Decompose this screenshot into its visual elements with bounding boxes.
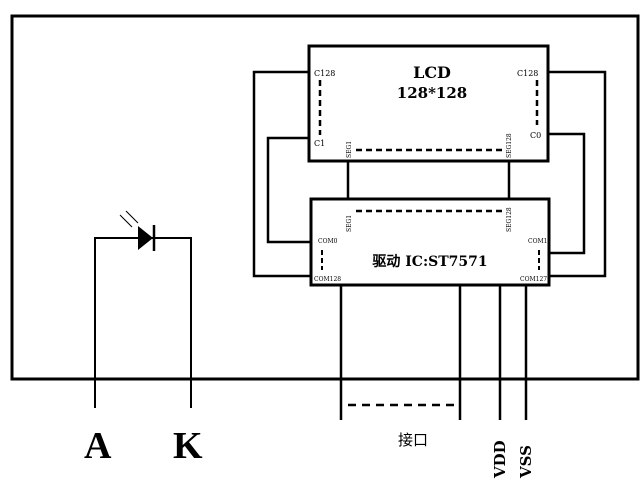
com0-wire [266, 136, 311, 244]
backlight-wire [94, 237, 192, 408]
led-light-ray-2 [125, 210, 139, 224]
vss-label: VSS [517, 445, 535, 479]
lcd-pin-c128-right: C128 [517, 69, 538, 78]
cathode-label: K [173, 425, 203, 467]
com128-wire [252, 70, 311, 278]
driver-pin-com0: COM0 [318, 238, 338, 245]
driver-ic-block [309, 197, 551, 287]
driver-pin-com1: COM1 [528, 238, 547, 245]
driver-pin-com127: COM127 [520, 276, 547, 283]
com1-wire [548, 132, 586, 255]
interface-label: 接口 [398, 431, 428, 449]
lcd-pin-seg1: SEG1 [346, 141, 353, 158]
module-frame [10, 14, 640, 381]
lcd-block [307, 44, 550, 163]
lcd-pin-c1: C1 [314, 139, 325, 148]
lcd-pin-c128-left: C128 [314, 69, 335, 78]
com127-wire [548, 70, 607, 278]
lcd-pin-seg128: SEG128 [506, 133, 513, 158]
led-light-ray-1 [119, 214, 133, 228]
lcd-resolution: 128*128 [397, 84, 467, 102]
driver-pin-com128: COM128 [314, 276, 341, 283]
led-diode-icon [138, 226, 153, 250]
driver-pin-seg128: SEG128 [506, 207, 513, 232]
driver-ic-label: 驱动 IC:ST7571 [372, 253, 487, 270]
driver-pin-seg1: SEG1 [346, 215, 353, 232]
anode-label: A [84, 425, 112, 467]
lcd-name: LCD [413, 63, 451, 82]
vdd-label: VDD [491, 440, 509, 479]
lcd-pin-c0: C0 [530, 131, 541, 140]
